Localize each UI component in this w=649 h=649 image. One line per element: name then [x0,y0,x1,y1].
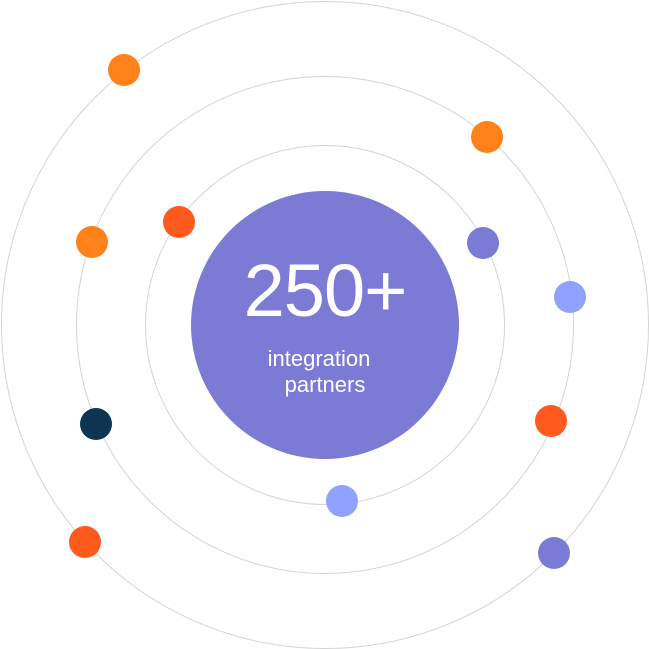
partner-count: 250+ [243,249,408,332]
partner-dot [471,121,503,153]
partner-label-line2: partners [284,372,366,397]
partner-dot [108,54,140,86]
partner-dot [467,227,499,259]
partner-dot [163,206,195,238]
partner-dot [69,526,101,558]
partner-count-circle: 250+ integration partners [191,191,459,459]
orbit-ring-middle [76,76,574,574]
partner-dot [554,281,586,313]
partner-dot [326,485,358,517]
partner-dot [538,537,570,569]
partner-label-line1: integration [267,346,371,371]
orbit-ring-inner [145,145,505,505]
partner-dot [80,408,112,440]
partner-dot [76,226,108,258]
partner-dot [535,405,567,437]
